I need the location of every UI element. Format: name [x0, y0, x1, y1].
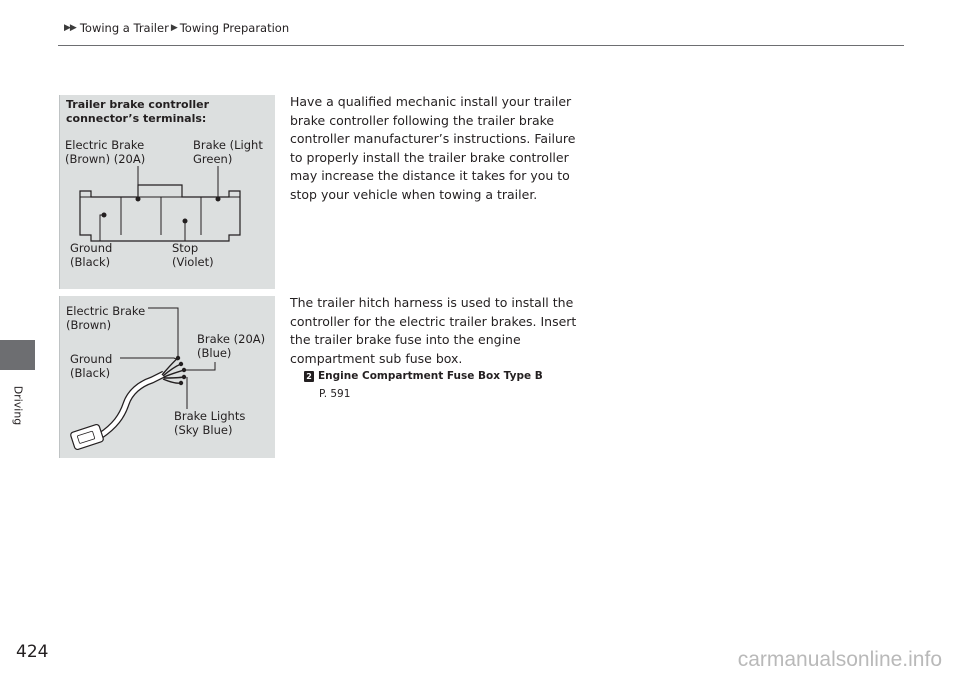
- hitch-harness-paragraph: The trailer hitch harness is used to ins…: [290, 295, 577, 366]
- harness-diagram: [70, 307, 216, 451]
- breadcrumb-arrow-icon: ▶▶: [64, 23, 77, 33]
- breadcrumb: ▶▶ Towing a Trailer ▶ Towing Preparation: [64, 19, 289, 37]
- label-electric-brake-brown: Electric Brake (Brown): [66, 304, 146, 332]
- trailer-brake-controller-paragraph: Have a qualified mechanic install your t…: [290, 94, 576, 202]
- section-side-label-text: Driving: [11, 385, 25, 425]
- cross-reference-title[interactable]: Engine Compartment Fuse Box Type B: [318, 370, 543, 382]
- label-brake-lights: Brake Lights (Sky Blue): [174, 409, 246, 437]
- cross-reference-link[interactable]: 2 Engine Compartment Fuse Box Type B: [304, 370, 543, 382]
- label-electric-brake: Electric Brake (Brown) (20A): [65, 138, 146, 166]
- connector-diagram: [79, 166, 241, 242]
- header-divider: [58, 45, 904, 46]
- breadcrumb-item-towing-preparation[interactable]: Towing Preparation: [179, 21, 290, 35]
- label-brake-blue: Brake (20A) (Blue): [197, 332, 266, 360]
- connector-terminals-figure: Trailer brake controller connector’s ter…: [59, 95, 275, 289]
- page-number: 424: [16, 642, 49, 662]
- label-brake-light-green: Brake (Light Green): [193, 138, 263, 166]
- breadcrumb-separator-icon: ▶: [170, 23, 178, 33]
- label-ground: Ground (Black): [70, 241, 113, 269]
- terminal-electric-brake: [135, 166, 141, 202]
- watermark: carmanualsonline.info: [737, 648, 942, 671]
- label-stop: Stop (Violet): [172, 241, 214, 269]
- section-side-label: Driving: [5, 370, 31, 440]
- hitch-harness-figure: Electric Brake (Brown) Brake (20A) (Blue…: [59, 296, 275, 458]
- section-tab-marker: [0, 340, 35, 370]
- breadcrumb-item-towing-a-trailer[interactable]: Towing a Trailer: [79, 21, 169, 35]
- terminal-brake-light-green: [215, 166, 221, 202]
- terminal-ground: [99, 212, 107, 241]
- reference-arrow-icon: 2: [304, 370, 314, 382]
- harness-plug-icon: [70, 423, 104, 451]
- cross-reference-page[interactable]: P. 591: [319, 388, 351, 400]
- figure-title: Trailer brake controller connector’s ter…: [66, 98, 210, 125]
- label-ground-black: Ground (Black): [70, 352, 113, 380]
- terminal-stop: [182, 218, 188, 241]
